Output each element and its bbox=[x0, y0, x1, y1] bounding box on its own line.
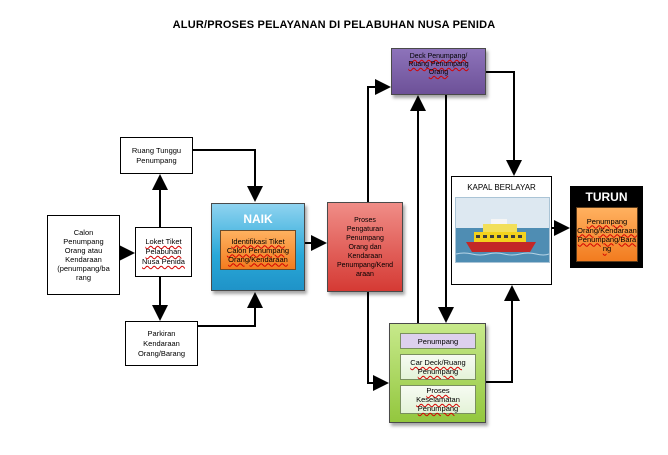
turun-inner-label: Penumpang Orang/Kendaraan Penumpang/Bara… bbox=[577, 216, 637, 253]
arrow-ruang-tunggu-to-naik bbox=[193, 149, 263, 202]
identifikasi-tiket-box: Identifikasi Tiket Calon Penumpang Orang… bbox=[220, 230, 296, 270]
calon-penumpang-box: Calon Penumpang Orang atau Kendaraan (pe… bbox=[47, 215, 120, 295]
ship-icon bbox=[455, 197, 550, 263]
ruang-tunggu-box: Ruang Tunggu Penumpang bbox=[120, 137, 193, 174]
turun-inner-box: Penumpang Orang/Kendaraan Penumpang/Bara… bbox=[576, 207, 638, 262]
proses-keselamatan-label: Proses Keselamatan Penumpang bbox=[416, 386, 460, 413]
loket-tiket-label: Loket Tiket Pelabuhan Nusa Penida bbox=[142, 237, 185, 266]
deck-penumpang-box: Deck Penumpang/ Ruang Penumpang Orang bbox=[391, 48, 486, 95]
calon-penumpang-label: Calon Penumpang Orang atau Kendaraan (pe… bbox=[57, 228, 110, 282]
loket-tiket-box: Loket Tiket Pelabuhan Nusa Penida bbox=[135, 227, 192, 277]
kapal-berlayar-box: KAPAL BERLAYAR bbox=[451, 176, 552, 285]
turun-title: TURUN bbox=[585, 190, 628, 204]
naik-title: NAIK bbox=[243, 212, 273, 226]
ruang-tunggu-label: Ruang Tunggu Penumpang bbox=[131, 145, 182, 165]
proses-pengaturan-box: Proses Pengaturan Penumpang Orang dan Ke… bbox=[327, 202, 403, 292]
car-deck-label: Car Deck/Ruang Penumpang bbox=[410, 358, 466, 376]
penumpang-label: Penumpang bbox=[417, 336, 459, 346]
page-title: ALUR/PROSES PELAYANAN DI PELABUHAN NUSA … bbox=[172, 19, 496, 31]
proses-pengaturan-label: Proses Pengaturan Penumpang Orang dan Ke… bbox=[336, 216, 394, 278]
arrow-proses-to-deck bbox=[367, 79, 391, 202]
proses-keselamatan-box: Proses Keselamatan Penumpang bbox=[400, 385, 476, 414]
kapal-berlayar-title: KAPAL BERLAYAR bbox=[467, 183, 536, 192]
identifikasi-tiket-label: Identifikasi Tiket Calon Penumpang Orang… bbox=[226, 236, 290, 264]
arrow-green-to-kapal bbox=[486, 285, 520, 383]
parkiran-box: Parkiran Kendaraan Orang/Barang bbox=[125, 321, 198, 366]
naik-box: NAIK Identifikasi Tiket Calon Penumpang … bbox=[211, 203, 305, 291]
green-process-box: Penumpang Car Deck/Ruang Penumpang Prose… bbox=[389, 323, 486, 423]
turun-box: TURUN Penumpang Orang/Kendaraan Penumpan… bbox=[570, 186, 643, 268]
parkiran-label: Parkiran Kendaraan Orang/Barang bbox=[137, 328, 186, 358]
deck-penumpang-label: Deck Penumpang/ Ruang Penumpang Orang bbox=[408, 53, 469, 76]
arrow-deck-to-kapal bbox=[486, 71, 522, 176]
arrow-proses-to-green bbox=[367, 292, 389, 391]
arrow-parkiran-to-naik bbox=[198, 292, 263, 327]
penumpang-box: Penumpang bbox=[400, 333, 476, 349]
car-deck-box: Car Deck/Ruang Penumpang bbox=[400, 354, 476, 380]
